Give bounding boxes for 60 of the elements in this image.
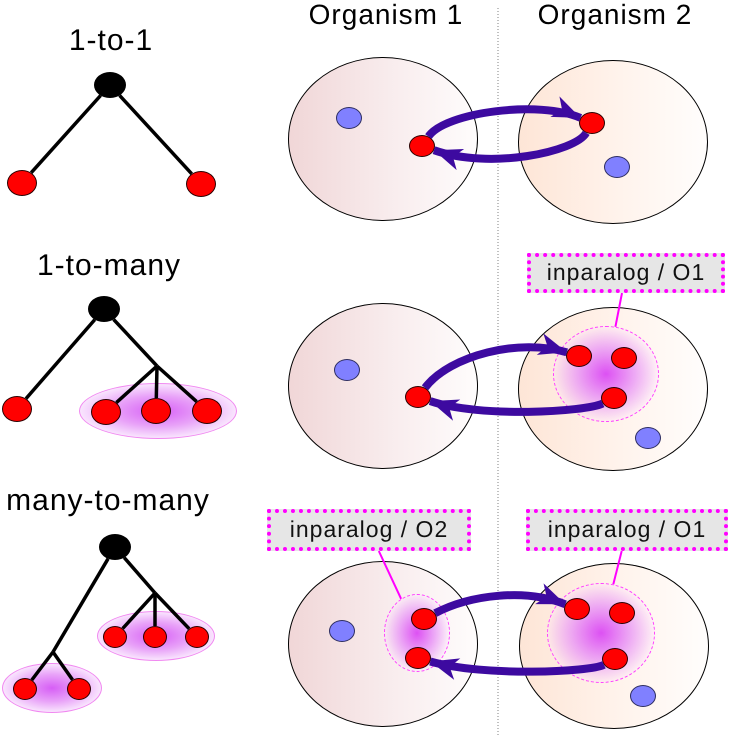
gene-dot [7,170,37,196]
leader-line [612,550,623,585]
tree-branch [122,556,156,594]
gene-dot [141,398,171,424]
callout-label: inparalog / O1 [527,253,725,293]
other-gene-dot [630,685,656,707]
gene-dot [143,626,167,648]
gene-dot [91,399,121,425]
curved-arrow [429,397,604,420]
curved-arrow [426,98,582,140]
gene-dot [2,396,32,422]
gene-dot [411,608,437,630]
leader-line [378,550,402,600]
tree-branch [118,94,193,175]
gene-dot [185,626,209,648]
tree-branch [24,318,96,400]
gene-dot [566,345,592,367]
gene-dot [564,598,590,620]
tree-branch [52,558,110,653]
other-gene-dot [334,359,360,381]
ancestor-dot [94,72,126,98]
gene-dot [405,386,431,408]
gene-dot [601,387,627,409]
ancestor-dot [99,534,131,560]
tree-branch [30,94,102,174]
tree-branch [154,366,159,398]
tree-branch [153,593,157,626]
row-heading: 1-to-1 [68,25,154,56]
ancestor-dot [88,296,120,322]
other-gene-dot [329,620,355,642]
curved-arrow [422,334,568,390]
gene-dot [611,347,637,369]
callout-label: inparalog / O2 [267,509,471,551]
gene-dot [186,171,216,197]
other-gene-dot [635,427,661,449]
column-heading: Organism 1 [308,0,464,30]
gene-dot [67,678,91,700]
tree-branch [115,364,158,404]
gene-dot [579,112,605,134]
other-gene-dot [604,156,630,178]
tree-branch [121,592,156,630]
callout-label: inparalog / O1 [526,509,728,551]
leader-line [614,292,623,327]
tree-branch [52,651,74,681]
gene-dot [409,135,435,157]
gene-dot [192,398,222,424]
gene-dot [103,626,127,648]
tree-branch [154,592,190,630]
gene-dot [13,678,37,700]
curved-arrow [432,130,590,169]
column-heading: Organism 2 [538,0,692,30]
gene-dot [609,602,635,624]
gene-dot [405,647,431,669]
row-heading: 1-to-many [36,250,182,282]
tree-branch [156,364,198,403]
row-heading: many-to-many [6,485,210,516]
gene-dot [602,648,628,670]
tree-branch [112,318,158,368]
tree-branch [30,650,54,682]
other-gene-dot [336,107,362,129]
